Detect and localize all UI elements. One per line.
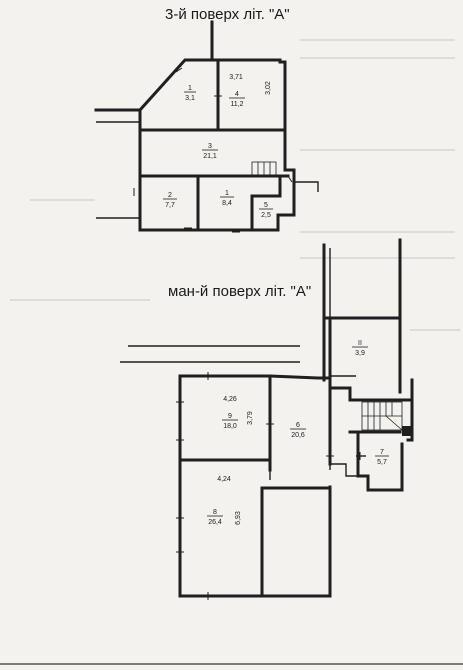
svg-text:3: 3: [208, 143, 212, 150]
lower-room-7: 7 5,7: [375, 449, 389, 466]
svg-text:3,71: 3,71: [229, 74, 243, 81]
svg-text:1: 1: [188, 85, 192, 92]
svg-text:5: 5: [264, 202, 268, 209]
background-texture: [10, 39, 460, 331]
svg-text:7: 7: [380, 449, 384, 456]
svg-text:6,93: 6,93: [235, 511, 242, 525]
svg-text:5,7: 5,7: [377, 459, 387, 466]
svg-text:26,4: 26,4: [208, 519, 222, 526]
lower-room-II: II 3,9: [352, 340, 368, 357]
svg-text:3,79: 3,79: [247, 411, 254, 425]
svg-text:6: 6: [296, 422, 300, 429]
upper-floor-title: 3-й поверх літ. "А": [165, 6, 290, 23]
svg-text:3,02: 3,02: [265, 81, 272, 95]
upper-room-3: 3 21,1: [202, 143, 218, 160]
svg-text:3,1: 3,1: [185, 95, 195, 102]
svg-text:4: 4: [235, 91, 239, 98]
svg-text:7,7: 7,7: [165, 202, 175, 209]
svg-text:2: 2: [168, 192, 172, 199]
svg-text:21,1: 21,1: [203, 153, 217, 160]
svg-text:4,24: 4,24: [217, 476, 231, 483]
lower-floor-plan: II 3,9 4,26 9 18,0 3,79 6 20,6 7 5,7: [120, 238, 414, 600]
svg-text:8: 8: [213, 509, 217, 516]
svg-text:8,4: 8,4: [222, 200, 232, 207]
upper-room-1b: 1 8,4: [220, 190, 234, 207]
lower-room-9: 4,26 9 18,0 3,79: [222, 396, 254, 430]
upper-floor-plan: 1 3,1 3,71 4 11,2 3,02 3 21,1 2 7,7: [94, 20, 319, 233]
lower-floor-title: ман-й поверх літ. "А": [168, 283, 312, 300]
svg-text:11,2: 11,2: [230, 101, 243, 108]
upper-room-1a: 1 3,1: [184, 85, 196, 102]
svg-text:II: II: [358, 340, 362, 347]
svg-text:4,26: 4,26: [223, 396, 237, 403]
svg-text:9: 9: [228, 413, 232, 420]
lower-room-8: 4,24 8 26,4 6,93: [207, 476, 242, 526]
lower-room-6: 6 20,6: [290, 422, 306, 439]
upper-room-2: 2 7,7: [163, 192, 177, 209]
staircase: [361, 401, 403, 431]
upper-room-5: 5 2,5: [259, 202, 273, 219]
svg-text:1: 1: [225, 190, 229, 197]
column-mark: [402, 426, 412, 436]
svg-text:18,0: 18,0: [223, 423, 237, 430]
svg-text:3,9: 3,9: [355, 350, 365, 357]
upper-room-4: 3,71 4 11,2 3,02: [229, 74, 272, 108]
svg-text:20,6: 20,6: [291, 432, 305, 439]
svg-text:2,5: 2,5: [261, 212, 271, 219]
